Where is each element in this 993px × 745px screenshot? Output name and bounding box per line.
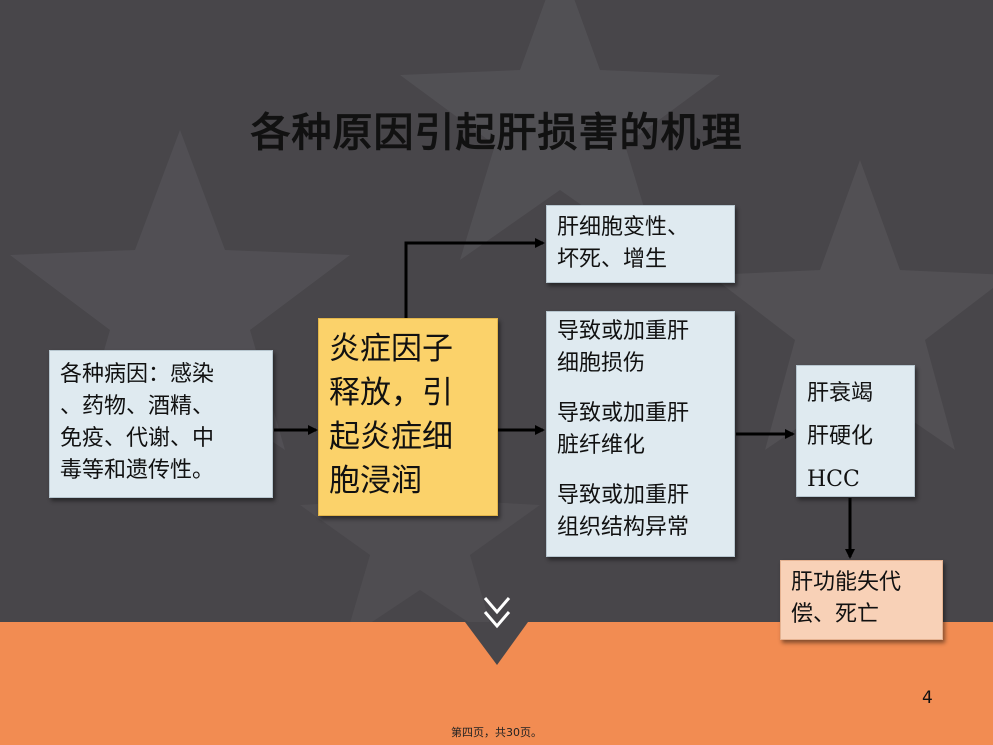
aggravation-line: 导致或加重肝 [557, 319, 690, 344]
causes-line: 各种病因：感染 [60, 362, 215, 387]
chevron-down-icon-2 [483, 611, 511, 629]
inflammation-line: 胞浸润 [329, 463, 422, 499]
footer-page-info: 第四页，共30页。 [451, 726, 542, 739]
degeneration-box: 肝细胞变性、 坏死、增生 [546, 205, 735, 283]
degeneration-line: 肝细胞变性、 [557, 215, 690, 240]
aggravation-group: 导致或加重肝 细胞损伤 [557, 316, 724, 380]
causes-line: 免疫、代谢、中 [60, 426, 215, 451]
chevron-down-icon [483, 597, 511, 615]
outcome-line: 肝衰竭 [807, 381, 874, 406]
outcomes-box: 肝衰竭 肝硬化 HCC [796, 365, 915, 497]
failure-line: 肝功能失代 [791, 570, 902, 595]
slide-title: 各种原因引起肝损害的机理 [250, 110, 743, 156]
causes-box: 各种病因：感染 、药物、酒精、 免疫、代谢、中 毒等和遗传性。 [49, 350, 273, 498]
aggravation-group: 导致或加重肝 脏纤维化 [557, 398, 724, 462]
aggravation-line: 导致或加重肝 [557, 483, 690, 508]
background-star-right [710, 160, 993, 450]
aggravation-group: 导致或加重肝 组织结构异常 [557, 480, 724, 544]
inflammation-line: 释放，引 [329, 375, 453, 411]
outcome-line: HCC [807, 467, 860, 492]
inflammation-line: 起炎症细 [329, 419, 453, 455]
aggravation-line: 脏纤维化 [557, 433, 646, 458]
aggravation-line: 导致或加重肝 [557, 401, 690, 426]
failure-box: 肝功能失代 偿、死亡 [780, 560, 943, 640]
outcome-line: 肝硬化 [807, 424, 874, 449]
causes-line: 、药物、酒精、 [60, 394, 215, 419]
causes-line: 毒等和遗传性。 [60, 458, 215, 483]
background-star-left [10, 130, 350, 450]
background-star-lower [300, 420, 540, 640]
degeneration-line: 坏死、增生 [557, 247, 668, 272]
page-number: 4 [922, 688, 933, 708]
arrow-inflammation-to-degeneration [404, 238, 545, 318]
band-notch-shape [465, 622, 528, 665]
failure-line: 偿、死亡 [791, 602, 880, 627]
inflammation-line: 炎症因子 [329, 331, 453, 367]
inflammation-box: 炎症因子 释放，引 起炎症细 胞浸润 [318, 318, 498, 516]
background-star-center [400, 0, 720, 260]
aggravation-box: 导致或加重肝 细胞损伤 导致或加重肝 脏纤维化 导致或加重肝 组织结构异常 [546, 311, 735, 557]
aggravation-line: 细胞损伤 [557, 351, 646, 376]
aggravation-line: 组织结构异常 [557, 515, 690, 540]
